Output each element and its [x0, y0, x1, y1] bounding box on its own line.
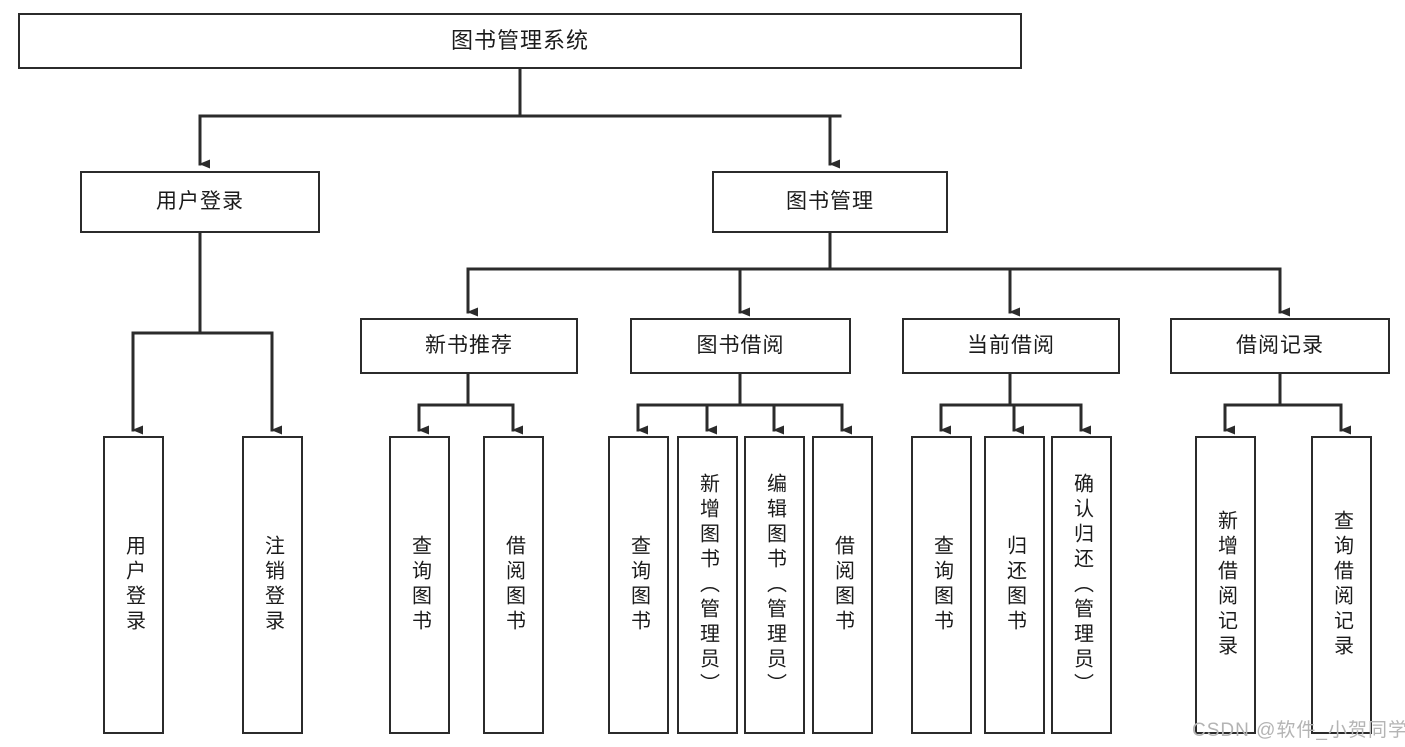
node-root-label: 图书管理系统 — [450, 27, 589, 53]
node-book-borrow-label: 图书借阅 — [696, 334, 785, 358]
node-leaf-add-record[interactable]: 新增借阅记录 — [1195, 436, 1256, 734]
node-leaf-edit-book[interactable]: 编辑图书（管理员） — [744, 436, 805, 734]
node-leaf-return-book-label: 归还图书 — [1003, 535, 1026, 635]
node-leaf-query-record[interactable]: 查询借阅记录 — [1311, 436, 1372, 734]
node-leaf-borrow-book-1-label: 借阅图书 — [502, 535, 525, 635]
node-leaf-query-record-label: 查询借阅记录 — [1330, 510, 1353, 660]
node-leaf-add-book[interactable]: 新增图书（管理员） — [677, 436, 738, 734]
node-leaf-query-book-1[interactable]: 查询图书 — [389, 436, 450, 734]
node-leaf-borrow-book-2-label: 借阅图书 — [831, 535, 854, 635]
node-book-borrow[interactable]: 图书借阅 — [630, 318, 851, 374]
node-leaf-user-login-label: 用户登录 — [122, 535, 145, 635]
node-leaf-confirm-return-label: 确认归还（管理员） — [1070, 472, 1093, 698]
node-user-login-label: 用户登录 — [156, 190, 244, 214]
node-leaf-query-book-3-label: 查询图书 — [930, 535, 953, 635]
node-leaf-add-record-label: 新增借阅记录 — [1214, 510, 1237, 660]
node-current-borrow-label: 当前借阅 — [967, 334, 1055, 358]
node-book-manage[interactable]: 图书管理 — [712, 171, 948, 233]
node-leaf-edit-book-label: 编辑图书（管理员） — [763, 472, 786, 698]
node-leaf-logout-label: 注销登录 — [261, 535, 284, 635]
node-book-manage-label: 图书管理 — [786, 190, 874, 214]
node-leaf-query-book-3[interactable]: 查询图书 — [911, 436, 972, 734]
node-root[interactable]: 图书管理系统 — [18, 13, 1022, 69]
watermark-text: CSDN @软件_小贺同学 — [1192, 720, 1405, 741]
node-leaf-logout[interactable]: 注销登录 — [242, 436, 303, 734]
node-borrow-record[interactable]: 借阅记录 — [1170, 318, 1390, 374]
node-leaf-add-book-label: 新增图书（管理员） — [696, 472, 719, 698]
node-new-book-rec[interactable]: 新书推荐 — [360, 318, 578, 374]
node-current-borrow[interactable]: 当前借阅 — [902, 318, 1120, 374]
node-leaf-borrow-book-1[interactable]: 借阅图书 — [483, 436, 544, 734]
node-leaf-query-book-2[interactable]: 查询图书 — [608, 436, 669, 734]
node-leaf-borrow-book-2[interactable]: 借阅图书 — [812, 436, 873, 734]
node-leaf-query-book-2-label: 查询图书 — [627, 535, 650, 635]
watermark: CSDN @软件_小贺同学 — [1192, 715, 1405, 742]
node-leaf-query-book-1-label: 查询图书 — [408, 535, 431, 635]
node-new-book-rec-label: 新书推荐 — [425, 334, 513, 358]
node-user-login[interactable]: 用户登录 — [80, 171, 320, 233]
node-leaf-return-book[interactable]: 归还图书 — [984, 436, 1045, 734]
node-leaf-confirm-return[interactable]: 确认归还（管理员） — [1051, 436, 1112, 734]
node-borrow-record-label: 借阅记录 — [1236, 334, 1324, 358]
node-leaf-user-login[interactable]: 用户登录 — [103, 436, 164, 734]
